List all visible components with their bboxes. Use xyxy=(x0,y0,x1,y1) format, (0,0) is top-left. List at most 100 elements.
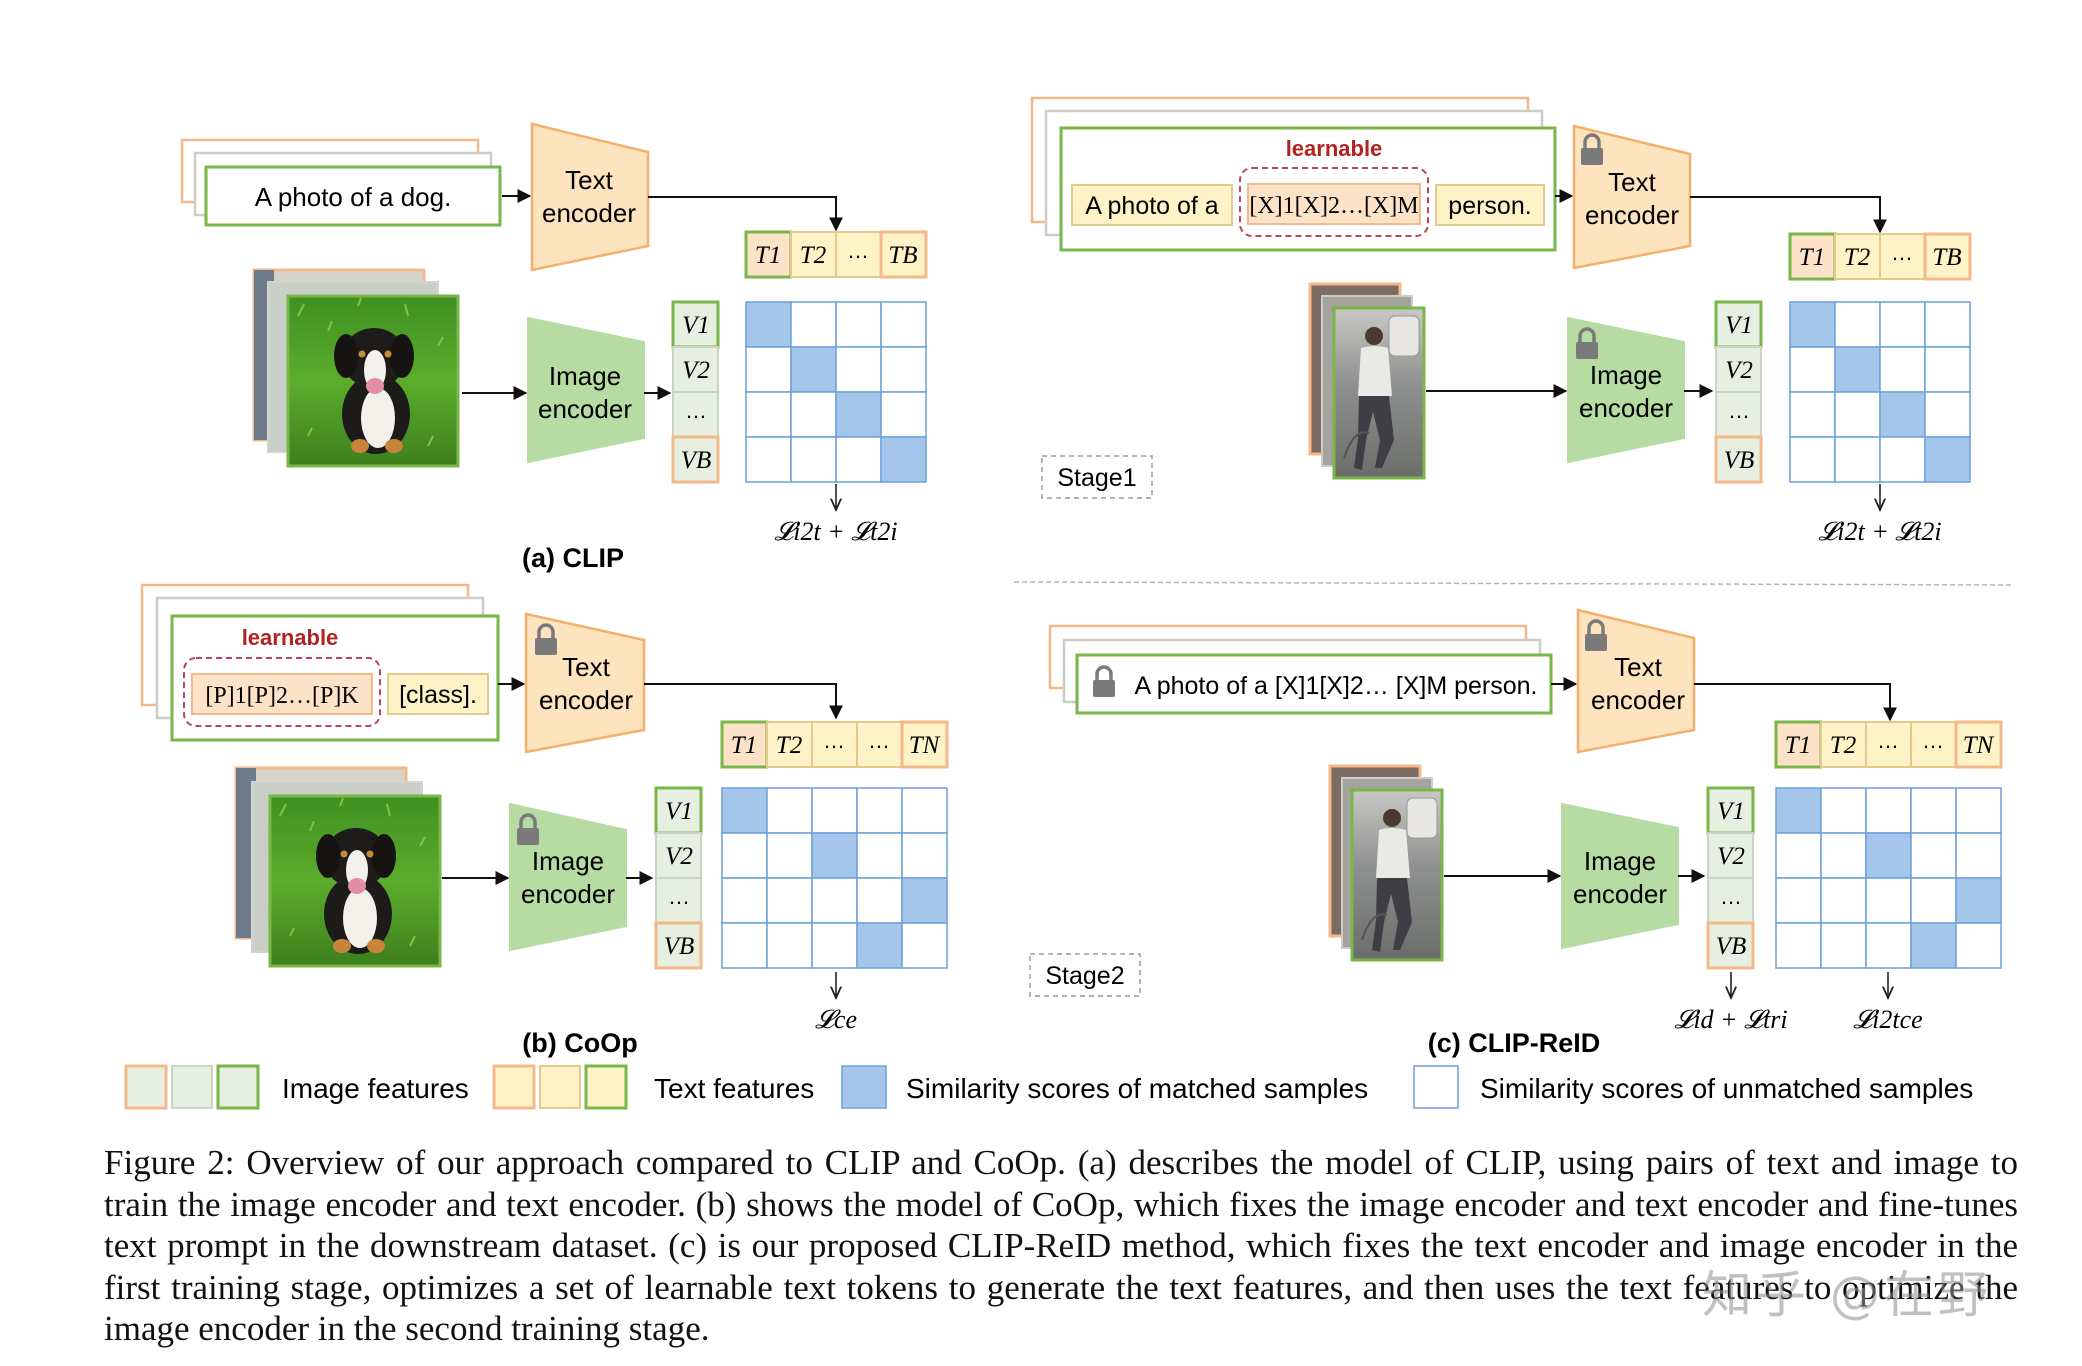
unmatched-cell xyxy=(856,877,903,924)
legend-swatch-unmatched xyxy=(1413,1065,1459,1109)
clip-text-encoder xyxy=(530,122,650,272)
token-v1: V1 xyxy=(1725,312,1753,339)
clip-similarity-matrix xyxy=(745,301,927,483)
legend-swatch-matched xyxy=(841,1065,887,1109)
token-t1: T1 xyxy=(1785,732,1811,759)
token-t1: T1 xyxy=(731,732,757,759)
matched-cell xyxy=(745,301,792,348)
unmatched-cell xyxy=(1865,877,1912,924)
coop-text-features: T1 T2 … … TN xyxy=(720,720,949,769)
stage1-loss: 𝓛i2t + 𝓛t2i xyxy=(1818,517,1941,546)
unmatched-cell xyxy=(1834,391,1881,438)
stage2-image-encoder-line1: Image xyxy=(1584,846,1656,876)
token-v2: V2 xyxy=(1717,843,1745,870)
unmatched-cell xyxy=(1820,877,1867,924)
unmatched-cell xyxy=(856,787,903,834)
clip-prompt-box xyxy=(204,165,502,227)
token-tn: TN xyxy=(1963,732,1995,759)
stage1-text-encoder-line2: encoder xyxy=(1585,200,1679,230)
stage1-image-encoder-line1: Image xyxy=(1590,360,1662,390)
unmatched-cell xyxy=(1865,922,1912,969)
stage2-similarity-matrix xyxy=(1775,787,2002,969)
stage2-image-stack xyxy=(1328,764,1444,962)
token-v1: V1 xyxy=(1717,798,1745,825)
panel-clip: A photo of a dog. Text encoder T1 T2 … T… xyxy=(180,122,928,573)
clip-text-encoder-line1: Text xyxy=(565,165,613,195)
coop-label: (b) CoOp xyxy=(522,1028,637,1058)
unmatched-cell xyxy=(745,436,792,483)
matched-cell xyxy=(880,436,927,483)
unmatched-cell xyxy=(1924,301,1971,348)
clip-image-encoder xyxy=(527,316,645,464)
legend-swatch-text-1 xyxy=(492,1064,536,1110)
stage1-prefix: A photo of a xyxy=(1085,192,1219,220)
clip-image-encoder-line1: Image xyxy=(549,361,621,391)
matched-cell xyxy=(856,922,903,969)
clip-label: (a) CLIP xyxy=(522,543,624,573)
unmatched-cell xyxy=(856,832,903,879)
stage1-image-features: V1 V2 … VB xyxy=(1714,300,1763,484)
coop-class-token: [class]. xyxy=(399,681,477,709)
coop-image-stack xyxy=(234,766,442,968)
token-t2: T2 xyxy=(800,242,826,269)
stage2-loss-left: 𝓛id + 𝓛tri xyxy=(1674,1005,1787,1034)
matched-cell xyxy=(1924,436,1971,483)
panel-stage2: A photo of a [X]1[X]2… [X]M person. Text… xyxy=(1029,608,2003,1058)
stage1-tokens: [X]1[X]2…[X]M xyxy=(1249,193,1418,219)
unmatched-cell xyxy=(745,391,792,438)
stage2-tag-text: Stage2 xyxy=(1045,962,1124,990)
legend-unmatched: Similarity scores of unmatched samples xyxy=(1480,1073,1973,1104)
unmatched-cell xyxy=(745,346,792,393)
legend-matched: Similarity scores of matched samples xyxy=(906,1073,1368,1104)
token-dots: … xyxy=(1922,728,1944,753)
token-vb: VB xyxy=(664,933,695,960)
unmatched-cell xyxy=(1775,877,1822,924)
unmatched-cell xyxy=(835,301,882,348)
token-dots: … xyxy=(847,238,869,263)
matched-cell xyxy=(1955,877,2002,924)
token-vb: VB xyxy=(1716,933,1747,960)
token-t2: T2 xyxy=(1830,732,1856,759)
token-t1: T1 xyxy=(1799,244,1825,271)
matched-cell xyxy=(721,787,768,834)
unmatched-cell xyxy=(901,787,948,834)
matched-cell xyxy=(1834,346,1881,393)
unmatched-cell xyxy=(901,922,948,969)
stage1-image-stack xyxy=(1308,282,1426,480)
unmatched-cell xyxy=(790,436,837,483)
coop-image-encoder xyxy=(509,802,627,952)
unmatched-cell xyxy=(1820,787,1867,834)
unmatched-cell xyxy=(721,922,768,969)
legend-image-features: Image features xyxy=(282,1073,469,1104)
unmatched-cell xyxy=(1775,922,1822,969)
matched-cell xyxy=(1775,787,1822,834)
coop-class-box xyxy=(387,673,489,715)
figure-caption: Figure 2: Overview of our approach compa… xyxy=(104,1143,2018,1348)
unmatched-cell xyxy=(1789,346,1836,393)
clip-image-stack xyxy=(252,268,460,468)
token-t1: T1 xyxy=(755,242,781,269)
legend-swatch-image-2 xyxy=(171,1065,213,1109)
clip-reid-label: (c) CLIP-ReID xyxy=(1428,1028,1601,1058)
panel-coop: learnable [P]1[P]2…[P]K [class]. Text en… xyxy=(140,583,949,1058)
stage2-image-encoder-line2: encoder xyxy=(1573,879,1667,909)
stage1-learnable-label: learnable xyxy=(1286,136,1383,161)
clip-text-features: T1 T2 … TB xyxy=(744,230,928,279)
unmatched-cell xyxy=(880,391,927,438)
coop-learnable-label: learnable xyxy=(242,625,339,650)
unmatched-cell xyxy=(1924,391,1971,438)
stage2-image-encoder xyxy=(1561,802,1679,950)
token-t2: T2 xyxy=(1844,244,1870,271)
coop-image-encoder-line1: Image xyxy=(532,846,604,876)
unmatched-cell xyxy=(1910,877,1957,924)
token-v1: V1 xyxy=(682,312,710,339)
matched-cell xyxy=(1879,391,1926,438)
matched-cell xyxy=(1865,832,1912,879)
token-v2: V2 xyxy=(682,357,710,384)
token-dots: … xyxy=(1720,884,1742,909)
legend-text-features: Text features xyxy=(654,1073,814,1104)
unmatched-cell xyxy=(1820,832,1867,879)
unmatched-cell xyxy=(1910,832,1957,879)
matched-cell xyxy=(901,877,948,924)
